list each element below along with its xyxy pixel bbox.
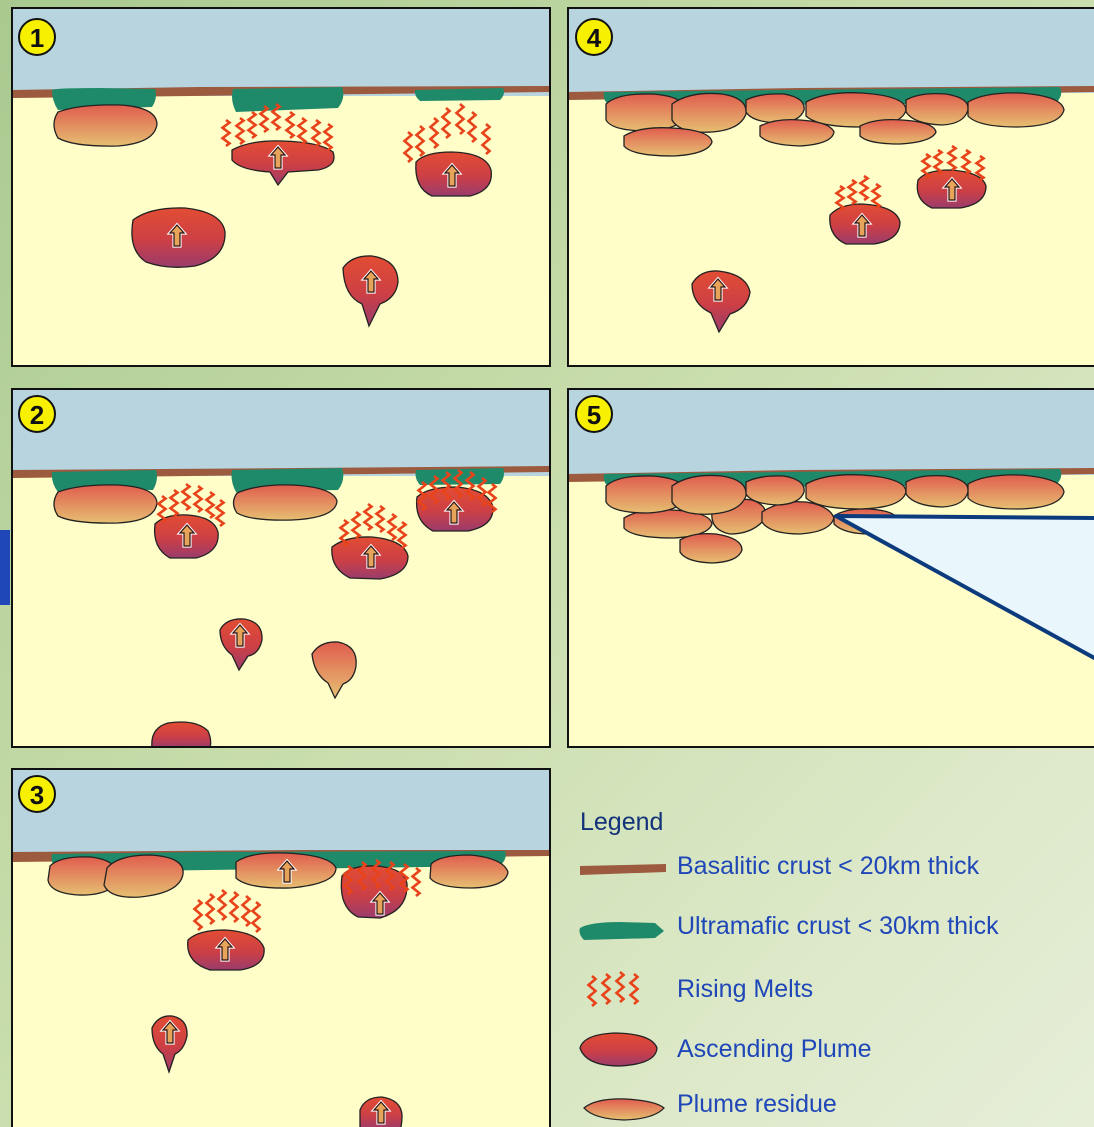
legend-title: Legend [580,808,663,837]
panel-number: 3 [30,780,44,810]
panel-number: 2 [30,400,44,430]
legend-symbol-ascending-plume [580,1033,657,1066]
panel-2 [12,389,550,748]
ocean-layer [568,8,1094,93]
panel-badge-4: 4 [576,19,612,55]
panel-5 [568,389,1094,747]
panel-number: 4 [587,23,602,53]
plume-residue [54,485,157,523]
melt-line [589,976,596,1006]
panel-number: 5 [587,400,601,430]
legend-symbol-rising-melts [589,972,638,1006]
plume-residue [968,93,1064,127]
ascending-plume [152,722,211,748]
panel-3 [12,769,550,1127]
panel-badge-1: 1 [19,19,55,55]
plume-residue [746,476,804,505]
legend-label-ascending-plume: Ascending Plume [677,1035,872,1064]
panel-4 [568,8,1094,366]
ocean-layer [12,389,550,476]
panel-number: 1 [30,23,44,53]
legend-symbol-plume-residue [584,1099,664,1120]
ocean-layer [12,769,550,854]
ocean-layer [12,8,550,96]
melt-line [617,972,624,1002]
legend-symbol-ultramafic-crust [580,922,665,940]
plume-residue [624,128,712,156]
legend-symbol-basaltic-crust [580,864,666,875]
panel-badge-2: 2 [19,396,55,432]
plume-residue [746,94,804,123]
ultramafic-crust [415,88,504,101]
plume-residue [760,120,834,146]
melt-line [631,974,638,1004]
plume-residue [906,94,968,125]
ultramafic-crust [232,87,343,112]
plume-residue [968,475,1064,509]
legend-label-rising-melts: Rising Melts [677,975,813,1004]
legend-label-plume-residue: Plume residue [677,1090,837,1119]
panel-1 [12,8,550,366]
ocean-layer [568,389,1094,475]
panel-badge-3: 3 [19,776,55,812]
legend-label-basaltic-crust: Basalitic crust < 20km thick [677,852,979,881]
plume-residue [54,105,157,146]
panel-badge-5: 5 [576,396,612,432]
plume-residue [234,485,338,520]
rising-melts [589,972,638,1006]
legend-label-ultramafic-crust: Ultramafic crust < 30km thick [677,912,999,941]
plume-residue [672,93,746,132]
plume-residue [762,502,834,534]
plume-residue [672,475,746,514]
plume-residue [680,534,742,563]
plume-residue [906,476,968,507]
melt-line [603,974,610,1004]
plume-residue [806,475,906,509]
plume-residue [860,120,936,144]
